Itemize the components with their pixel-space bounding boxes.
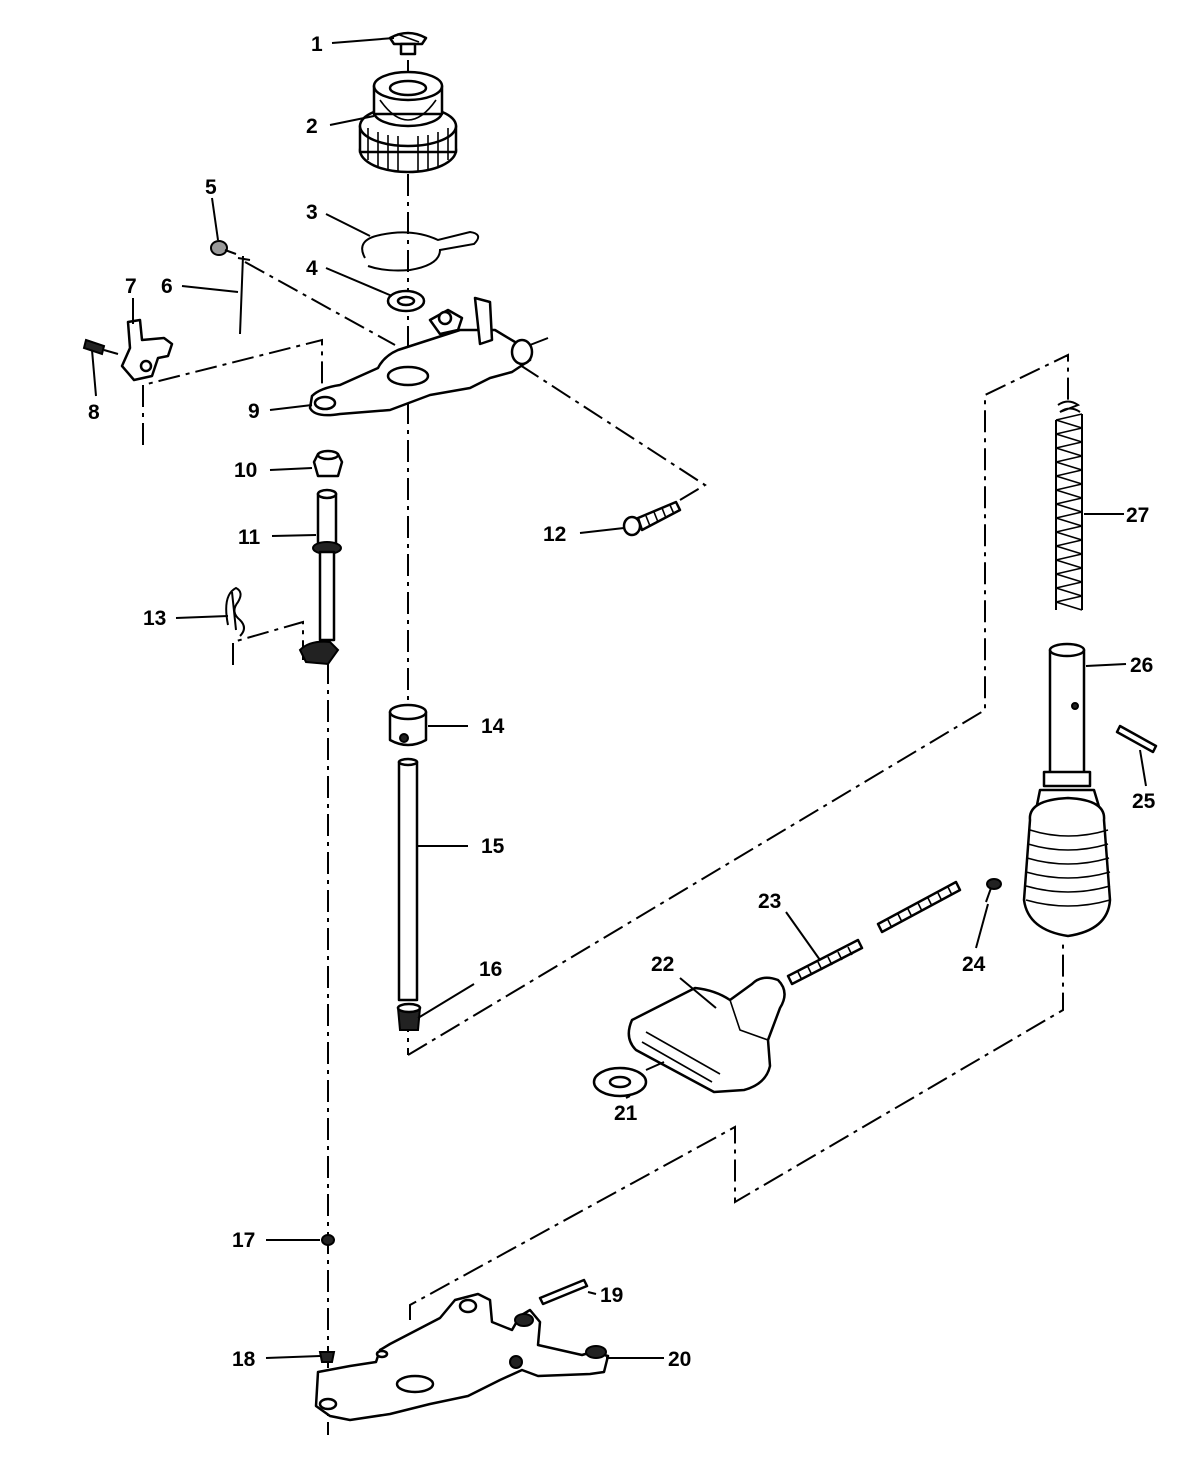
part-27-coil-spring xyxy=(1055,400,1083,611)
callout-labels: 1 2 3 4 5 6 7 8 9 10 11 12 13 14 15 16 1… xyxy=(88,33,1156,1371)
part-25-pin xyxy=(1115,724,1158,754)
callout-23: 23 xyxy=(758,890,781,913)
part-10-sleeve xyxy=(312,449,344,478)
part-8-set-screw xyxy=(82,338,119,356)
part-17-nut xyxy=(321,1234,335,1246)
part-4-washer xyxy=(386,289,426,313)
part-13-cotter-pin xyxy=(225,586,245,637)
part-19-pin xyxy=(538,1278,589,1306)
part-6-pin xyxy=(237,255,251,335)
callout-9: 9 xyxy=(248,400,260,423)
callout-21: 21 xyxy=(614,1102,638,1125)
part-15-rod xyxy=(397,757,419,1002)
callout-27: 27 xyxy=(1126,504,1149,527)
callout-24: 24 xyxy=(962,953,986,976)
callout-13: 13 xyxy=(143,607,166,630)
callout-6: 6 xyxy=(161,275,173,298)
part-12-screw xyxy=(622,500,682,537)
callout-16: 16 xyxy=(479,958,502,981)
part-21-washer xyxy=(592,1066,648,1098)
callout-5: 5 xyxy=(205,176,217,199)
part-1-screw xyxy=(388,31,428,56)
callout-2: 2 xyxy=(306,115,318,138)
part-18-screw xyxy=(318,1351,336,1363)
part-24-screw xyxy=(985,878,1002,903)
callout-11: 11 xyxy=(238,526,261,549)
callout-17: 17 xyxy=(232,1229,255,1252)
callout-15: 15 xyxy=(481,835,505,858)
callout-19: 19 xyxy=(600,1284,623,1307)
callout-4: 4 xyxy=(306,257,318,280)
part-22-knob xyxy=(627,976,786,1094)
callout-18: 18 xyxy=(232,1348,256,1371)
callout-1: 1 xyxy=(311,33,323,56)
part-16-bushing xyxy=(396,1002,422,1031)
callout-7: 7 xyxy=(125,275,137,298)
callout-22: 22 xyxy=(651,953,674,976)
part-23-threaded-rod xyxy=(786,880,962,986)
part-2-cam-gear xyxy=(358,70,458,174)
callout-26: 26 xyxy=(1130,654,1153,677)
callout-3: 3 xyxy=(306,201,318,224)
part-5-screw xyxy=(210,240,237,256)
part-20-base-lever xyxy=(314,1292,610,1422)
callout-20: 20 xyxy=(668,1348,691,1371)
center-lines xyxy=(142,60,1069,1435)
part-7-bracket xyxy=(120,318,174,382)
part-11-shaft xyxy=(298,488,342,666)
callout-12: 12 xyxy=(543,523,566,546)
part-26-tube-bellows xyxy=(1022,642,1112,938)
callout-14: 14 xyxy=(481,715,505,738)
part-14-collar xyxy=(388,703,428,747)
part-9-lever-plate xyxy=(308,296,549,417)
callout-25: 25 xyxy=(1132,790,1156,813)
part-3-spring xyxy=(361,230,480,272)
leader-lines xyxy=(91,37,1147,1359)
callout-10: 10 xyxy=(234,459,257,482)
callout-8: 8 xyxy=(88,401,100,424)
